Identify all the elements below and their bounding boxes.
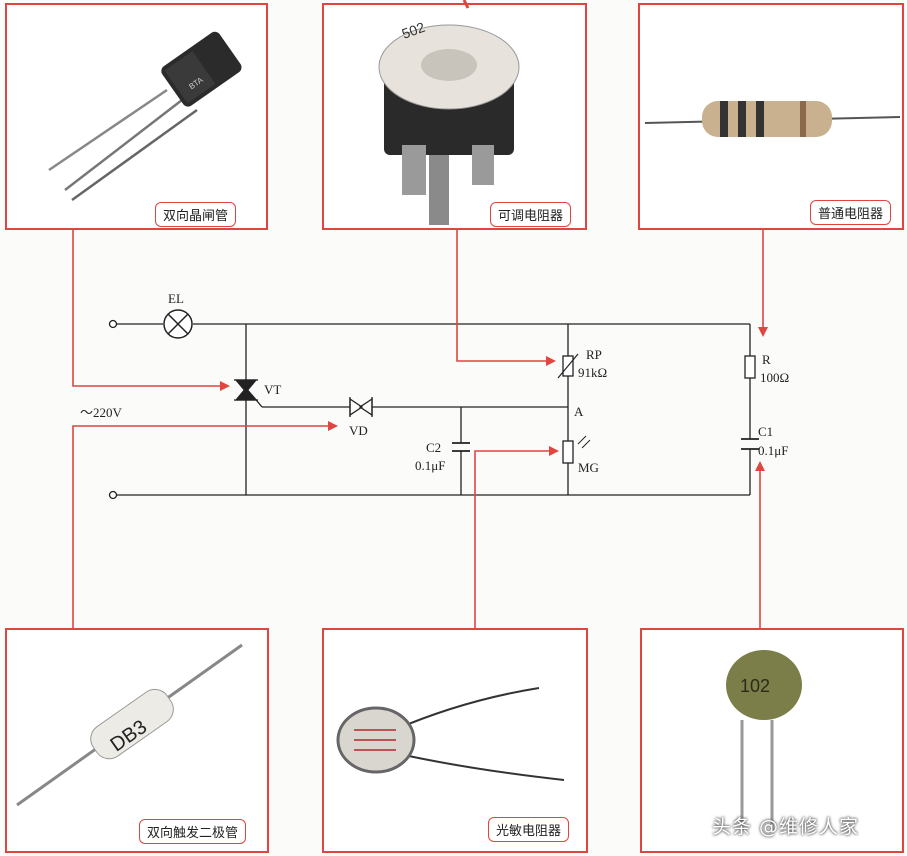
label-c2-name: C2 — [426, 440, 442, 455]
c2-symbol — [452, 442, 470, 452]
label-c2-value: 0.1μF — [415, 458, 446, 473]
resistor-illustration — [644, 101, 901, 137]
c1-symbol — [741, 438, 759, 450]
pot-panel: 502 可调电阻器 — [322, 3, 587, 230]
label-rp-name: RP — [586, 347, 602, 362]
pot-illustration: 502 — [378, 19, 520, 225]
ldr-callout: 光敏电阻器 — [488, 817, 570, 842]
label-node-a: A — [574, 404, 584, 419]
svg-text:502: 502 — [400, 19, 428, 42]
triac-panel: BTA 双向晶闸管 — [5, 3, 268, 230]
label-supply: ～220V — [80, 405, 122, 420]
label-mg: MG — [578, 460, 599, 475]
rp-symbol — [557, 353, 579, 379]
ldr-illustration — [336, 687, 565, 781]
label-r-value: 100Ω — [760, 370, 790, 385]
triac-symbol — [234, 379, 258, 401]
diac-panel: DB3 双向触发二极管 — [5, 628, 269, 853]
label-c1-value: 0.1μF — [758, 443, 789, 458]
lamp-symbol — [163, 309, 193, 339]
r-symbol — [744, 355, 756, 379]
triac-callout: 双向晶闸管 — [155, 202, 237, 227]
diac-illustration: DB3 — [16, 643, 243, 807]
capacitor-illustration: 102 — [726, 650, 802, 830]
ldr-panel: 光敏电阻器 — [322, 628, 588, 853]
label-c1-name: C1 — [758, 424, 774, 439]
pot-callout: 可调电阻器 — [490, 202, 572, 227]
label-r-name: R — [762, 352, 771, 367]
mg-symbol — [562, 435, 591, 464]
label-rp-value: 91kΩ — [578, 365, 608, 380]
triac-illustration: BTA — [48, 31, 242, 202]
watermark: 头条 @维修人家 — [712, 816, 860, 838]
label-vt: VT — [264, 382, 282, 397]
diac-callout: 双向触发二极管 — [139, 819, 247, 844]
capacitor-body-text: 102 — [740, 676, 770, 696]
label-vd: VD — [349, 423, 368, 438]
label-el: EL — [168, 291, 184, 306]
resistor-panel: 普通电阻器 — [638, 3, 904, 230]
diac-symbol — [349, 397, 373, 417]
capacitor-panel: 102 — [640, 628, 904, 853]
resistor-callout: 普通电阻器 — [810, 200, 892, 225]
